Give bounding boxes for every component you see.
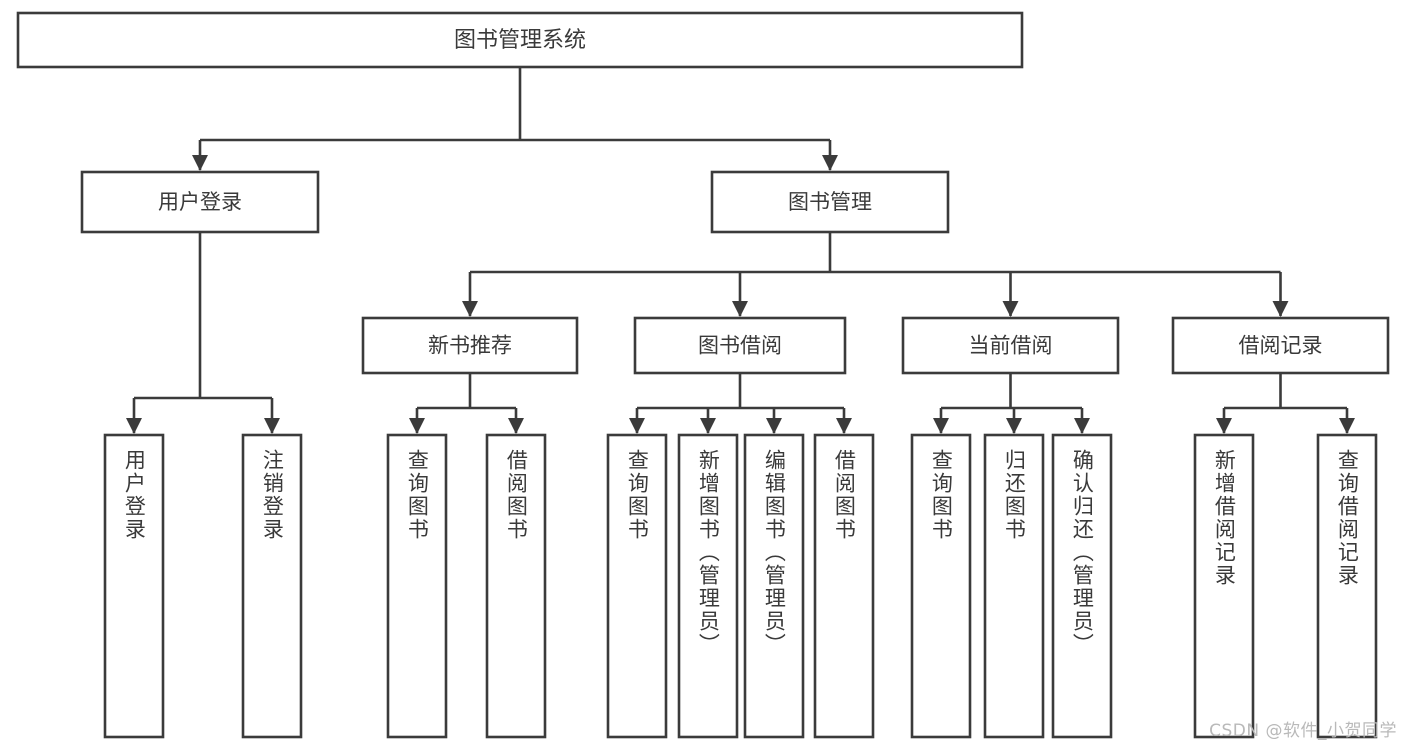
node-box-leaf-confirm-return[interactable] <box>1051 433 1113 739</box>
node-box-leaf-query-book-3[interactable] <box>910 433 972 739</box>
node-box-leaf-user-login[interactable] <box>103 433 165 739</box>
watermark-label: CSDN @软件_小贺同学 <box>1209 721 1397 741</box>
node-box-leaf-query-book-1[interactable] <box>386 433 448 739</box>
node-label-user-login: 用户登录 <box>158 190 242 214</box>
node-box-leaf-return-book[interactable] <box>983 433 1045 739</box>
node-root-label: 图书管理系统 <box>454 28 586 53</box>
node-label-book-borrow: 图书借阅 <box>698 334 782 358</box>
connector-layer <box>125 67 1356 434</box>
node-label-book-manage: 图书管理 <box>788 190 872 214</box>
node-box-leaf-query-record[interactable] <box>1316 433 1378 739</box>
node-box-book-manage[interactable] <box>710 170 950 234</box>
node-box-leaf-logout[interactable] <box>241 433 303 739</box>
node-box-leaf-borrow-book-2[interactable] <box>813 433 875 739</box>
node-box-current-borrow[interactable] <box>901 316 1120 375</box>
node-box-new-book-rec[interactable] <box>361 316 579 375</box>
node-box-user-login[interactable] <box>80 170 320 234</box>
node-label-borrow-record: 借阅记录 <box>1239 334 1323 358</box>
node-label-new-book-rec: 新书推荐 <box>428 334 512 358</box>
node-box-leaf-add-record[interactable] <box>1193 433 1255 739</box>
node-box-leaf-add-book[interactable] <box>677 433 739 739</box>
node-box-book-borrow[interactable] <box>633 316 847 375</box>
node-box-leaf-query-book-2[interactable] <box>606 433 668 739</box>
node-box-leaf-borrow-book-1[interactable] <box>485 433 547 739</box>
node-box-layer <box>16 11 1390 739</box>
node-label-current-borrow: 当前借阅 <box>969 334 1053 358</box>
node-box-leaf-edit-book[interactable] <box>743 433 805 739</box>
node-box-borrow-record[interactable] <box>1171 316 1390 375</box>
node-root-box <box>16 11 1024 69</box>
